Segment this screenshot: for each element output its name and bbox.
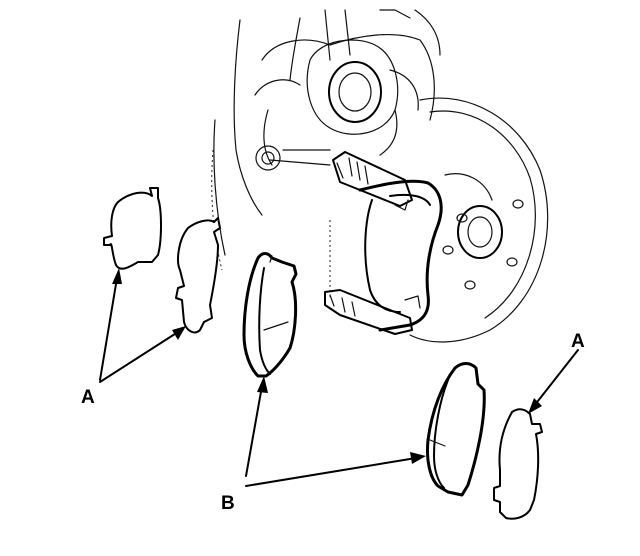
shim-left-1 bbox=[103, 187, 162, 270]
shim-right bbox=[493, 408, 543, 520]
steering-knuckle bbox=[211, 9, 441, 271]
brake-pad-inner bbox=[242, 252, 298, 378]
arrowhead-icon bbox=[112, 268, 122, 284]
arrowhead-icon bbox=[172, 326, 186, 340]
brake-disc bbox=[329, 97, 549, 343]
arrowhead-icon bbox=[528, 398, 542, 414]
leader-lines bbox=[99, 268, 579, 487]
brake-pad-outer bbox=[426, 362, 486, 497]
caliper-bracket-upper bbox=[306, 39, 419, 156]
callout-label-pad: B bbox=[221, 493, 235, 514]
callout-label-shim-right: A bbox=[571, 331, 585, 352]
caliper-bracket bbox=[324, 151, 443, 335]
arrowhead-icon bbox=[410, 452, 426, 464]
arrowhead-icon bbox=[257, 376, 268, 393]
shim-left-2 bbox=[175, 217, 221, 334]
callout-label-shim-left: A bbox=[81, 387, 95, 408]
